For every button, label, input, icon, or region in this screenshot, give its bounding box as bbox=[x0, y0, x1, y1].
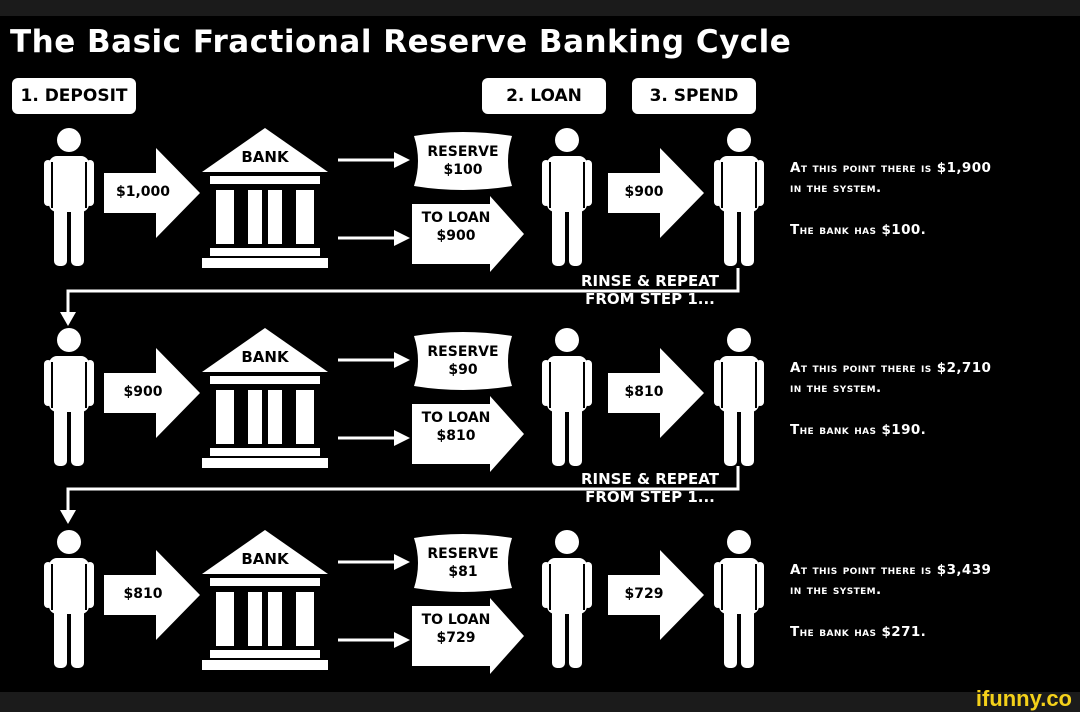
rinse-repeat-text: RINSE & REPEAT bbox=[581, 272, 719, 290]
bank-label: BANK bbox=[241, 348, 289, 366]
page-title: The Basic Fractional Reserve Banking Cyc… bbox=[10, 24, 792, 60]
spend-amount: $729 bbox=[624, 586, 664, 602]
person-icon bbox=[542, 128, 592, 266]
loan-amount: $729 bbox=[436, 630, 476, 646]
arrow-to-reserve-icon bbox=[338, 554, 410, 570]
bank-total-line: The bank has $271. bbox=[790, 624, 927, 640]
reserve-banner-icon bbox=[414, 132, 512, 190]
repeat-connector-2 bbox=[60, 466, 740, 524]
bank-icon bbox=[202, 328, 328, 468]
spend-arrow-icon bbox=[608, 148, 704, 238]
bank-total-line: The bank has $100. bbox=[790, 222, 927, 238]
loan-arrow-icon bbox=[412, 396, 524, 472]
rinse-repeat-label-1: RINSE & REPEAT FROM STEP 1... bbox=[560, 272, 740, 308]
cycle-row-3: $810 BANK RESERVE $81 bbox=[0, 530, 1080, 680]
from-step-text: FROM STEP 1... bbox=[585, 488, 715, 506]
arrow-to-loan-icon bbox=[338, 632, 410, 648]
spend-amount: $810 bbox=[624, 384, 664, 400]
cycle-row-1: $1,000 BANK RESERVE $100 bbox=[0, 128, 1080, 278]
system-total-line-2: in the system. bbox=[790, 180, 882, 196]
watermark-logo: ifunny.co bbox=[975, 686, 1072, 711]
reserve-banner-icon bbox=[414, 534, 512, 592]
repeat-connector-1 bbox=[60, 268, 740, 326]
system-total-line-2: in the system. bbox=[790, 380, 882, 396]
loan-label: TO LOAN bbox=[421, 410, 491, 426]
step-spend-label: 3. SPEND bbox=[632, 78, 756, 114]
bank-icon bbox=[202, 530, 328, 670]
system-total-line: At this point there is $3,439 bbox=[790, 562, 992, 578]
arrow-to-reserve-icon bbox=[338, 352, 410, 368]
person-icon bbox=[44, 128, 94, 266]
system-total-line: At this point there is $2,710 bbox=[790, 360, 992, 376]
arrow-to-reserve-icon bbox=[338, 152, 410, 168]
step-deposit-label: 1. DEPOSIT bbox=[12, 78, 136, 114]
loan-arrow-icon bbox=[412, 196, 524, 272]
rinse-repeat-text: RINSE & REPEAT bbox=[581, 470, 719, 488]
bank-total-note: The bank has $100. bbox=[790, 220, 1070, 240]
loan-label: TO LOAN bbox=[421, 612, 491, 628]
person-icon bbox=[714, 128, 764, 266]
system-total-line-2: in the system. bbox=[790, 582, 882, 598]
arrow-to-loan-icon bbox=[338, 230, 410, 246]
loan-arrow-icon bbox=[412, 598, 524, 674]
arrow-to-loan-icon bbox=[338, 430, 410, 446]
deposit-arrow-icon bbox=[104, 148, 200, 238]
reserve-banner-icon bbox=[414, 332, 512, 390]
person-icon bbox=[714, 328, 764, 466]
deposit-amount: $810 bbox=[123, 586, 163, 602]
bank-total-line: The bank has $190. bbox=[790, 422, 927, 438]
person-icon bbox=[542, 530, 592, 668]
system-total-line: At this point there is $1,900 bbox=[790, 160, 992, 176]
spend-arrow-icon bbox=[608, 348, 704, 438]
bank-icon bbox=[202, 128, 328, 268]
top-bar bbox=[0, 0, 1080, 16]
person-icon bbox=[714, 530, 764, 668]
person-icon bbox=[44, 530, 94, 668]
bank-total-note: The bank has $190. bbox=[790, 420, 1070, 440]
reserve-label: RESERVE bbox=[427, 144, 499, 160]
person-icon bbox=[542, 328, 592, 466]
bank-label: BANK bbox=[241, 550, 289, 568]
step-loan-label: 2. LOAN bbox=[482, 78, 606, 114]
bank-total-note: The bank has $271. bbox=[790, 622, 1070, 642]
loan-amount: $810 bbox=[436, 428, 476, 444]
system-total-note: At this point there is $1,900 in the sys… bbox=[790, 158, 1070, 198]
spend-arrow-icon bbox=[608, 550, 704, 640]
deposit-arrow-icon bbox=[104, 348, 200, 438]
reserve-label: RESERVE bbox=[427, 344, 499, 360]
deposit-amount: $1,000 bbox=[115, 184, 171, 200]
bank-label: BANK bbox=[241, 148, 289, 166]
reserve-amount: $90 bbox=[448, 362, 478, 378]
deposit-arrow-icon bbox=[104, 550, 200, 640]
system-total-note: At this point there is $3,439 in the sys… bbox=[790, 560, 1070, 600]
loan-amount: $900 bbox=[436, 228, 476, 244]
reserve-amount: $81 bbox=[448, 564, 478, 580]
rinse-repeat-label-2: RINSE & REPEAT FROM STEP 1... bbox=[560, 470, 740, 506]
footer-bar bbox=[0, 692, 1080, 712]
reserve-label: RESERVE bbox=[427, 546, 499, 562]
cycle-row-2: $900 BANK RESERVE $90 bbox=[0, 328, 1080, 478]
reserve-amount: $100 bbox=[443, 162, 483, 178]
loan-label: TO LOAN bbox=[421, 210, 491, 226]
from-step-text: FROM STEP 1... bbox=[585, 290, 715, 308]
system-total-note: At this point there is $2,710 in the sys… bbox=[790, 358, 1070, 398]
person-icon bbox=[44, 328, 94, 466]
deposit-amount: $900 bbox=[123, 384, 163, 400]
spend-amount: $900 bbox=[624, 184, 664, 200]
